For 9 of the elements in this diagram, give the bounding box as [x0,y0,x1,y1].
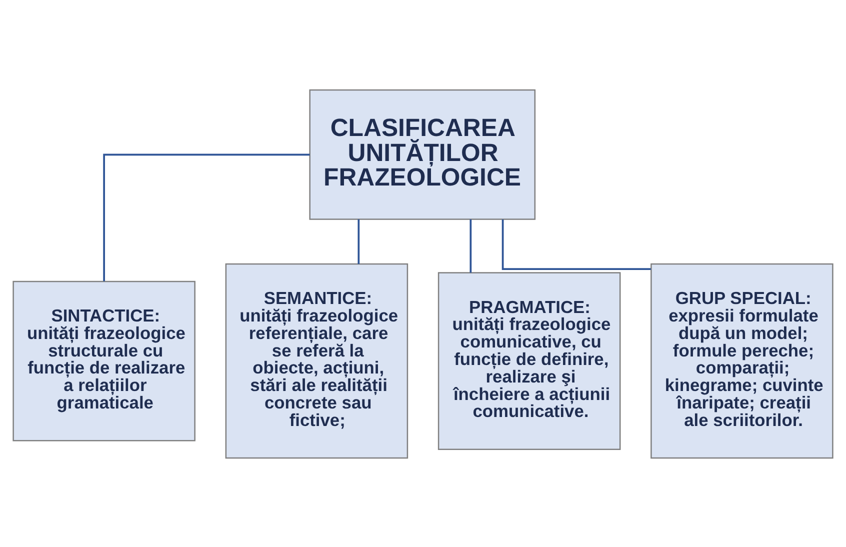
node-box: SINTACTICE: unități frazeologice structurale cu funcție de realizare a relațiilor gramaticale [12,280,196,441]
node-box: GRUP SPECIAL: expresii formulate după un model; formule pereche; comparații; kinegrame; cuvinte înaripate; creații ale scriitorilor. [650,262,834,458]
node-box: PRAGMATICE: unități frazeologice comunicative, cu funcție de definire, realizare şi încheiere a acțiunii comunicative. [438,272,621,450]
connector [502,219,651,270]
node-box: CLASIFICAREA UNITĂȚILOR FRAZEOLOGICE [309,88,536,220]
connector [103,153,310,281]
node-box: SEMANTICE: unități frazeologice referențiale, care se referă la obiecte, acțiuni, stări ale realității concrete sau fictive; [225,262,408,458]
connector [358,218,360,264]
connector [470,218,472,272]
